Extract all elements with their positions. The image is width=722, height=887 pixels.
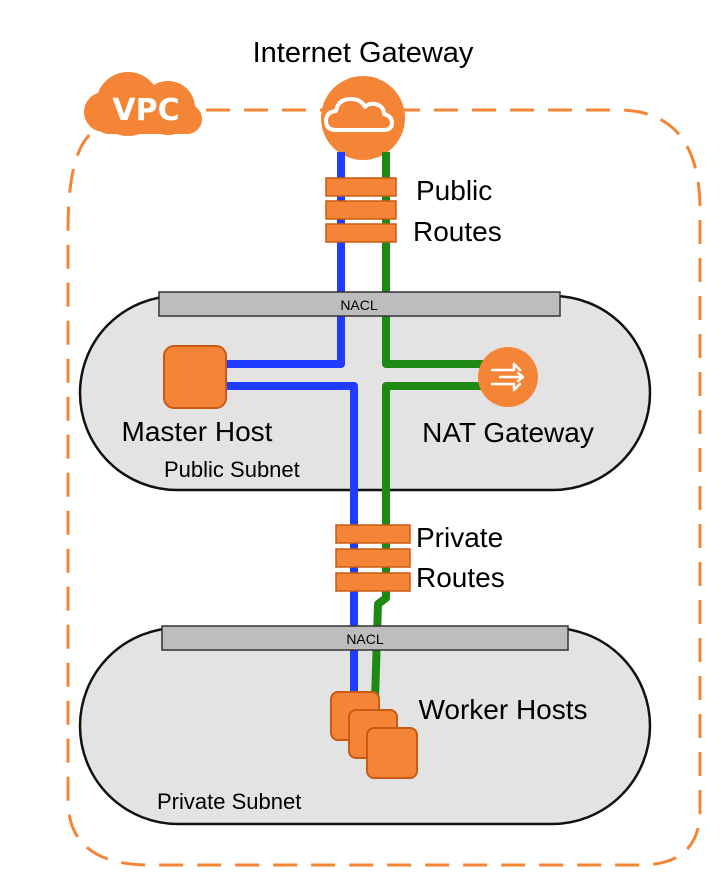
internet-gateway-icon xyxy=(321,76,405,160)
private-route-table-icon xyxy=(335,524,411,592)
blue-route-line xyxy=(222,152,358,700)
private-routes-label-line1: Private xyxy=(416,522,503,553)
private-routes-label-line2: Routes xyxy=(416,562,505,593)
public-subnet-label: Public Subnet xyxy=(164,457,300,482)
master-host-icon xyxy=(163,345,227,409)
cloud-icon xyxy=(324,97,394,132)
master-host-label: Master Host xyxy=(122,416,273,447)
private-nacl-label: NACL xyxy=(346,631,384,647)
private-nacl-bar xyxy=(161,625,569,651)
public-nacl-label: NACL xyxy=(340,297,378,313)
public-routes-label-line1: Public xyxy=(416,175,492,206)
internet-gateway-label: Internet Gateway xyxy=(253,37,474,69)
public-nacl-bar xyxy=(158,291,561,317)
public-routes-label-line2: Routes xyxy=(413,216,502,247)
vpc-boundary xyxy=(66,108,702,867)
nat-gateway-icon xyxy=(478,347,538,407)
worker-hosts-label: Worker Hosts xyxy=(418,694,587,725)
public-route-table-icon xyxy=(325,177,397,243)
vpc-cloud-icon xyxy=(84,72,202,136)
worker-hosts-icon xyxy=(330,691,418,779)
nat-gateway-label: NAT Gateway xyxy=(422,417,594,448)
private-subnet-label: Private Subnet xyxy=(157,789,301,814)
vpc-label: VPC xyxy=(112,93,179,128)
